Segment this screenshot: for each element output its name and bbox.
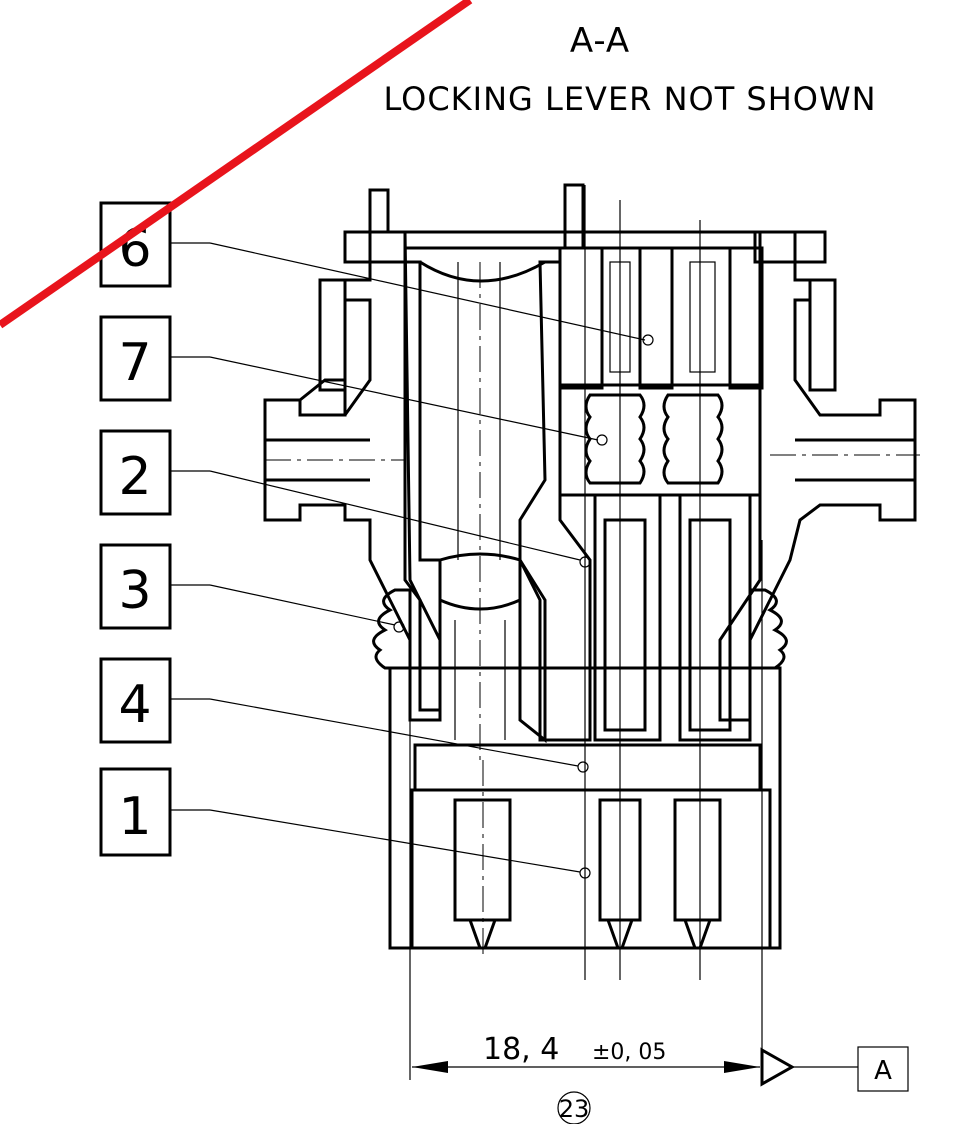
callout-2: 2 <box>99 429 591 568</box>
dimension-value: 18, 4 <box>483 1032 559 1067</box>
callout-1: 1 <box>99 767 591 879</box>
reference-dimension: 23 <box>559 1095 590 1123</box>
callout-7: 7 <box>99 315 608 446</box>
contact-cavity <box>558 185 764 980</box>
base-carrier <box>388 540 782 1080</box>
callout-6: 6 <box>99 201 654 346</box>
view-subtitle: LOCKING LEVER NOT SHOWN <box>383 80 876 118</box>
callout-number: 7 <box>118 333 151 393</box>
callout-number: 2 <box>118 447 151 507</box>
callout-4: 4 <box>99 657 589 773</box>
datum-label: A <box>874 1056 892 1086</box>
top-pins <box>368 183 585 250</box>
width-dimension: 18, 4 ±0, 05 23 <box>412 1032 760 1124</box>
callout-number: 4 <box>118 675 151 735</box>
red-strike-line <box>0 0 473 329</box>
view-title: A-A <box>570 21 630 61</box>
housing-section <box>263 230 920 722</box>
outer-seal <box>372 588 788 670</box>
left-bore <box>419 260 546 760</box>
callout-3: 3 <box>99 543 405 633</box>
datum-feature: A <box>760 1046 909 1092</box>
dimension-tolerance: ±0, 05 <box>592 1040 666 1065</box>
callout-number: 3 <box>118 561 151 621</box>
callout-number: 1 <box>118 787 151 847</box>
